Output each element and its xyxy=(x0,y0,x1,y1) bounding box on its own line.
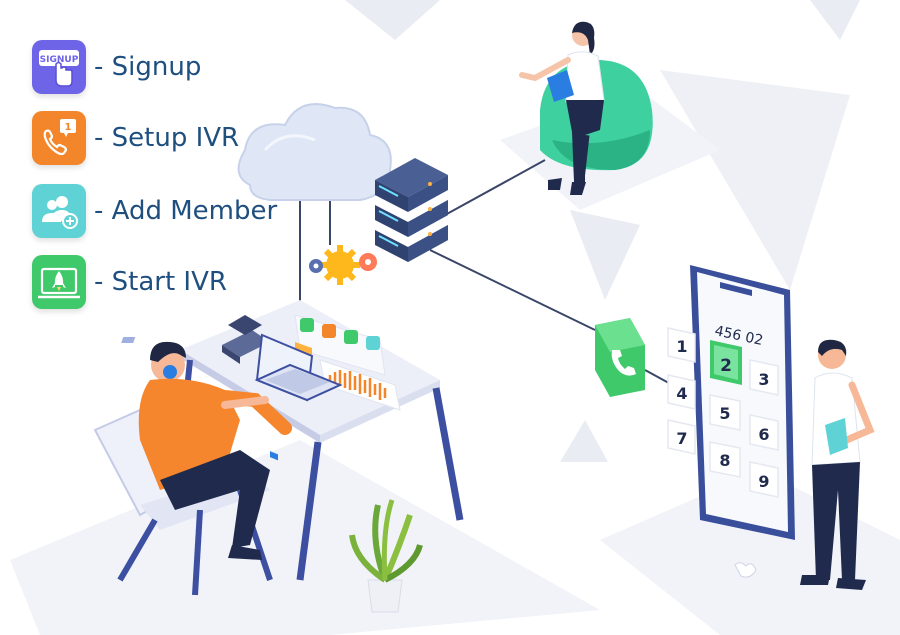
keypad-key-7[interactable]: 7 xyxy=(667,419,696,455)
gears-icon xyxy=(309,245,377,285)
keypad-key-3[interactable]: 3 xyxy=(749,359,779,396)
agent-woman-figure xyxy=(519,21,653,195)
keypad-key-4[interactable]: 4 xyxy=(667,374,696,410)
keypad-key-1[interactable]: 1 xyxy=(667,327,696,363)
step-setup-ivr: 1 - Setup IVR xyxy=(32,111,239,165)
agent-man-figure xyxy=(138,341,292,560)
signup-badge-text: SIGNUP xyxy=(40,55,79,65)
keypad-key-9[interactable]: 9 xyxy=(749,461,779,498)
background-triangles xyxy=(345,0,860,462)
keypad-key-5[interactable]: 5 xyxy=(709,394,741,431)
keypad-key-label: 3 xyxy=(758,370,769,389)
floating-app-panels xyxy=(294,314,401,411)
laptop-icon xyxy=(254,333,343,461)
step-signup: SIGNUP - Signup xyxy=(32,40,201,94)
keypad-key-label: 7 xyxy=(676,429,687,448)
step-label-setup-ivr: - Setup IVR xyxy=(94,123,240,153)
step-label-signup: - Signup xyxy=(94,52,202,82)
step-add-member: - Add Member xyxy=(32,184,277,238)
keypad-key-label: 4 xyxy=(676,384,687,403)
add-user-icon xyxy=(32,184,86,238)
step-start-ivr: - Start IVR xyxy=(32,255,227,309)
keypad-key-label: 6 xyxy=(758,425,769,444)
customer-man-figure xyxy=(800,339,875,590)
keypad-key-6[interactable]: 6 xyxy=(749,414,779,451)
keypad-key-label: 2 xyxy=(720,356,732,376)
step-label-start-ivr: - Start IVR xyxy=(94,267,227,297)
keypad-key-label: 5 xyxy=(719,404,730,423)
phone-keypad[interactable]: 1 2 3 4 5 6 xyxy=(667,327,779,498)
potted-plant xyxy=(349,499,423,613)
keypad-key-label: 8 xyxy=(719,451,730,470)
desk-phone-icon xyxy=(121,315,270,364)
phone-call-icon xyxy=(595,318,645,397)
keypad-key-label: 1 xyxy=(676,337,687,356)
signup-hand-icon: SIGNUP xyxy=(32,40,86,94)
step-label-add-member: - Add Member xyxy=(94,196,278,226)
server-stack-icon xyxy=(375,158,448,262)
rocket-launch-icon xyxy=(32,255,86,309)
phone-notification-icon: 1 xyxy=(32,111,86,165)
keypad-key-2-active[interactable]: 2 xyxy=(710,340,742,385)
keypad-key-8[interactable]: 8 xyxy=(709,441,741,478)
keypad-key-label: 9 xyxy=(758,472,769,491)
cloud-icon xyxy=(237,103,392,201)
setup-badge-text: 1 xyxy=(65,122,72,133)
